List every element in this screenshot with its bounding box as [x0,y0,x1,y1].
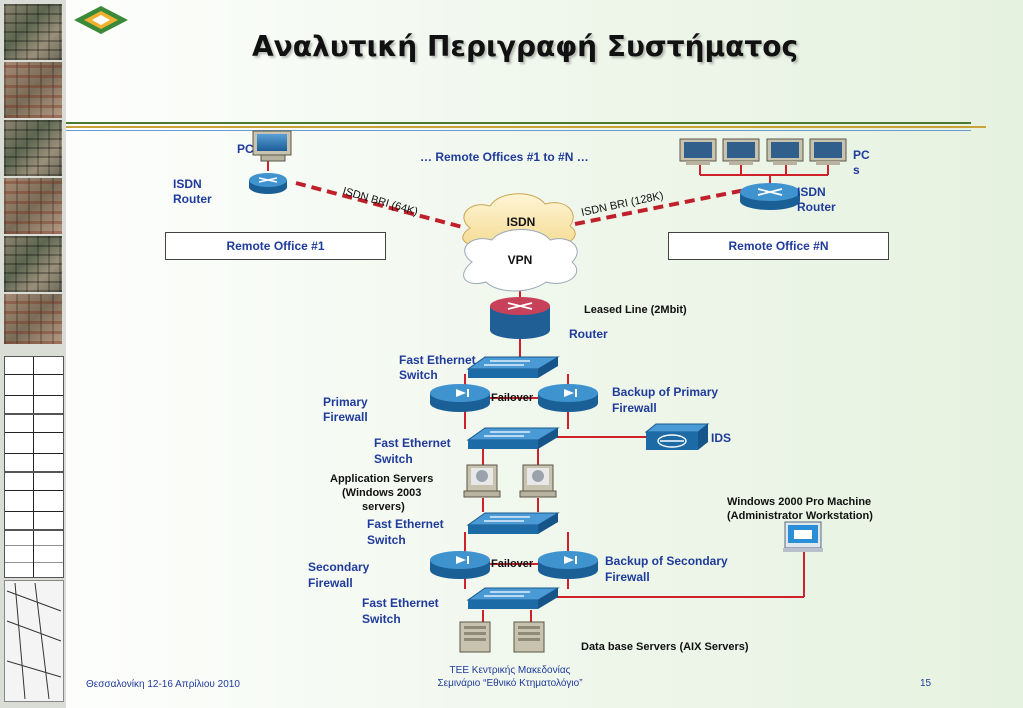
ids-label: IDS [711,431,732,445]
aerial-map-tile [4,236,62,292]
pcs-label-line2: s [853,163,860,177]
admin-workstation-icon [783,521,823,552]
router-label: Router [569,327,608,341]
title-rule-green [66,122,971,124]
backup-secondary-label-1: Backup of Secondary [605,554,728,568]
remote-offices-label: … Remote Offices #1 to #N … [420,150,589,164]
db-server-1-icon [459,621,491,653]
isdn-router-left-icon [249,173,287,194]
app-server-2-icon [519,464,557,498]
db-servers-label: Data base Servers (AIX Servers) [581,641,749,653]
aerial-map-tile [4,178,62,234]
failover-label-2: Failover [491,558,534,570]
secondary-firewall-icon [430,551,490,579]
page-number: 15 [920,678,932,689]
fe-switch-3-label-1: Fast Ethernet [367,517,444,531]
failover-label-1: Failover [491,392,534,404]
win2000-label-2: (Administrator Workstation) [727,510,873,522]
pc-label: PC [237,142,254,156]
isdn-router-right-label-2: Router [797,200,836,214]
remote-office-n-box: Remote Office #N [668,232,889,260]
map-image-strip [0,0,66,708]
isdn-router-left-label-2: Router [173,192,212,206]
ids-icon [644,423,710,450]
pc-icon [809,138,847,165]
secondary-firewall-label-2: Firewall [308,576,353,590]
fast-ethernet-switch-2-icon [466,427,560,449]
pcs-label-line1: PC [853,148,870,162]
backup-secondary-label-2: Firewall [605,570,650,584]
db-server-2-icon [513,621,545,653]
isdn-bri-64-label: ISDN BRI (64K) [341,185,419,218]
pc-icon [252,130,292,162]
main-router-icon [490,297,550,339]
cadastral-sketch-tile [4,580,64,702]
page-title: Αναλυτική Περιγραφή Συστήματος [252,30,799,63]
aerial-map-tile [4,120,62,176]
backup-primary-firewall-icon [538,384,598,412]
fe-switch-3-label-2: Switch [367,533,406,547]
aerial-map-tile [4,294,62,344]
isdn-router-left-label-1: ISDN [173,177,202,191]
fe-switch-1-label-2: Switch [399,368,438,382]
logo-icon [74,6,128,34]
isdn-link-left [295,181,467,230]
app-server-1-icon [463,464,501,498]
cadastral-plan-tile [4,356,64,414]
isdn-router-right-icon [740,183,800,210]
cadastral-plan-tile [4,414,64,472]
title-rule-gold [66,126,986,128]
aerial-map-tile [4,4,62,60]
vpn-cloud [463,229,578,292]
footer-seminar: Σεμινάριο “Εθνικό Κτηματολόγιο” [437,678,583,689]
fe-switch-4-label-1: Fast Ethernet [362,596,439,610]
fe-switch-2-label-1: Fast Ethernet [374,436,451,450]
primary-firewall-label-1: Primary [323,395,368,409]
remote-pcs [679,138,847,165]
pc-icon [679,138,717,165]
backup-secondary-firewall-icon [538,551,598,579]
fe-switch-4-label-2: Switch [362,612,401,626]
title-rule-blue [66,130,971,131]
fe-switch-1-label-1: Fast Ethernet [399,353,476,367]
cadastral-plan-tile [4,472,64,530]
isdn-link-right [574,188,746,226]
app-servers-label-1: Application Servers [330,473,434,485]
vpn-cloud-label: VPN [508,253,533,267]
fast-ethernet-switch-4-icon [466,587,560,609]
primary-firewall-label-2: Firewall [323,410,368,424]
backup-primary-label-1: Backup of Primary [612,385,719,399]
pc-icon [722,138,760,165]
sketch-lines [6,582,62,700]
win2000-label-1: Windows 2000 Pro Machine [727,496,872,508]
backup-primary-label-2: Firewall [612,401,657,415]
remote-office-1-box: Remote Office #1 [165,232,386,260]
app-servers-label-3: servers) [362,501,405,513]
pc-icon [766,138,804,165]
leased-line-label: Leased Line (2Mbit) [584,304,687,316]
primary-firewall-icon [430,384,490,412]
fast-ethernet-switch-1-icon [466,356,560,378]
cadastral-plan-tile [4,530,64,578]
isdn-cloud-label: ISDN [507,215,536,229]
isdn-router-right-label-1: ISDN [797,185,826,199]
footer-organization: ΤΕΕ Κεντρικής Μακεδονίας [449,665,571,676]
fe-switch-2-label-2: Switch [374,452,413,466]
secondary-firewall-label-1: Secondary [308,560,370,574]
footer-date: Θεσσαλονίκη 12-16 Απρίλιου 2010 [86,679,240,690]
app-servers-label-2: (Windows 2003 [342,487,422,499]
fast-ethernet-switch-3-icon [466,512,560,534]
aerial-map-tile [4,62,62,118]
